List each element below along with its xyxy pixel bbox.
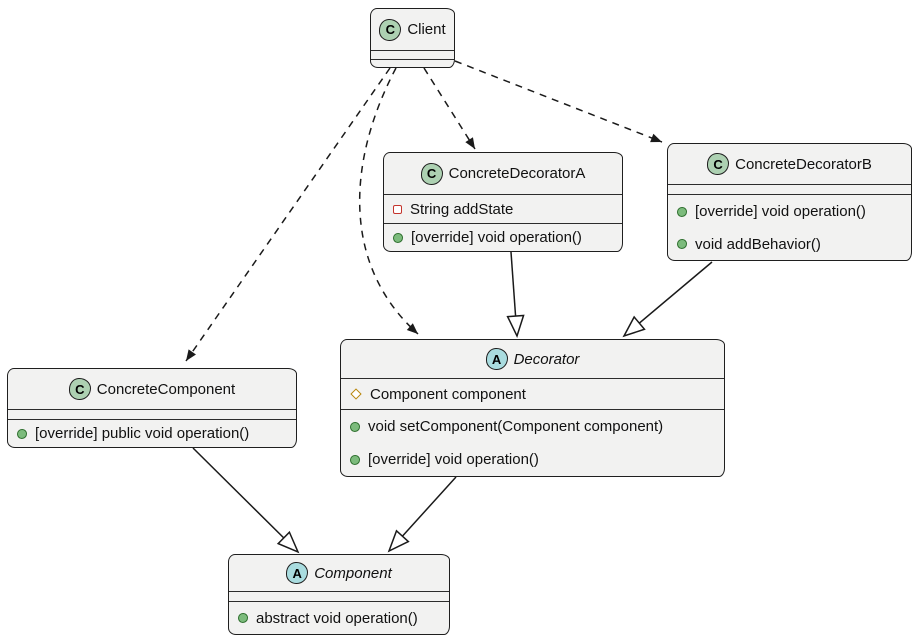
class-component-header: A Component [229,555,449,591]
abstract-class-icon: A [485,348,508,370]
public-method-icon [677,239,687,249]
public-method-icon [350,421,360,432]
field-text: String addState [410,200,514,218]
class-concretedecoratorb-header: C ConcreteDecoratorB [668,144,911,184]
abstract-class-icon: A [286,562,309,584]
class-icon: C [707,153,730,175]
public-method-icon [17,428,27,439]
methods-compartment [371,59,454,68]
class-concretedecoratora: C ConcreteDecoratorA String addState [ov… [383,152,623,252]
protected-field-icon [350,388,362,400]
method-text: void setComponent(Component component) [368,418,664,435]
class-decorator-header: A Decorator [341,340,724,378]
fields-compartment [371,50,454,59]
class-icon: C [420,162,443,185]
fields-compartment: Component component [341,378,724,409]
fields-compartment [668,184,911,194]
fields-compartment [229,591,449,601]
methods-compartment: [override] void operation() [384,223,622,251]
field-row: String addState [384,195,622,223]
class-client-header: C Client [371,9,454,50]
field-text: Component component [370,385,526,403]
method-row: void setComponent(Component component) [341,410,724,443]
field-row: Component component [341,379,724,409]
private-field-icon [393,204,402,214]
methods-compartment: [override] void operation() void addBeha… [668,194,911,259]
methods-compartment: void setComponent(Component component) [… [341,409,724,475]
method-row: void addBehavior() [668,228,911,260]
method-row: [override] void operation() [341,443,724,476]
class-icon: C [68,378,91,400]
class-decorator: A Decorator Component component void set… [340,339,725,477]
generalization-decorator-to-component [387,476,457,553]
dependency-client-to-concretecomponent [185,67,391,362]
dependency-client-to-concretedecoratora [423,67,476,150]
method-row: abstract void operation() [229,602,449,634]
class-name: ConcreteComponent [96,380,236,398]
method-text: [override] void operation() [411,229,582,246]
generalization-concretedecoratorb-to-decorator [622,261,713,338]
public-method-icon [393,232,403,243]
generalization-concretecomponent-to-component [192,447,300,554]
class-concretecomponent: C ConcreteComponent [override] public vo… [7,368,297,448]
method-text: [override] void operation() [368,451,539,468]
method-text: void addBehavior() [695,235,821,253]
fields-compartment [8,409,296,419]
class-name: ConcreteDecoratorB [735,155,872,173]
methods-compartment: abstract void operation() [229,601,449,634]
method-text: abstract void operation() [256,609,418,627]
method-text: [override] public void operation() [35,425,250,442]
class-name: Client [407,21,446,38]
class-client: C Client [370,8,455,68]
method-row: [override] public void operation() [8,420,296,447]
class-name: ConcreteDecoratorA [448,165,586,182]
class-name: Decorator [513,350,580,368]
generalization-concretedecoratora-to-decorator [506,251,525,339]
class-concretecomponent-header: C ConcreteComponent [8,369,296,409]
class-name: Component [314,564,392,582]
class-component: A Component abstract void operation() [228,554,450,635]
public-method-icon [238,613,248,623]
dependency-client-to-concretedecoratorb [454,60,663,143]
method-row: [override] void operation() [384,224,622,251]
public-method-icon [677,206,687,217]
method-row: [override] void operation() [668,195,911,228]
methods-compartment: [override] public void operation() [8,419,296,447]
public-method-icon [350,454,360,465]
class-concretedecoratora-header: C ConcreteDecoratorA [384,153,622,194]
fields-compartment: String addState [384,194,622,223]
class-icon: C [379,18,402,41]
method-text: [override] void operation() [695,203,866,220]
class-concretedecoratorb: C ConcreteDecoratorB [override] void ope… [667,143,912,261]
